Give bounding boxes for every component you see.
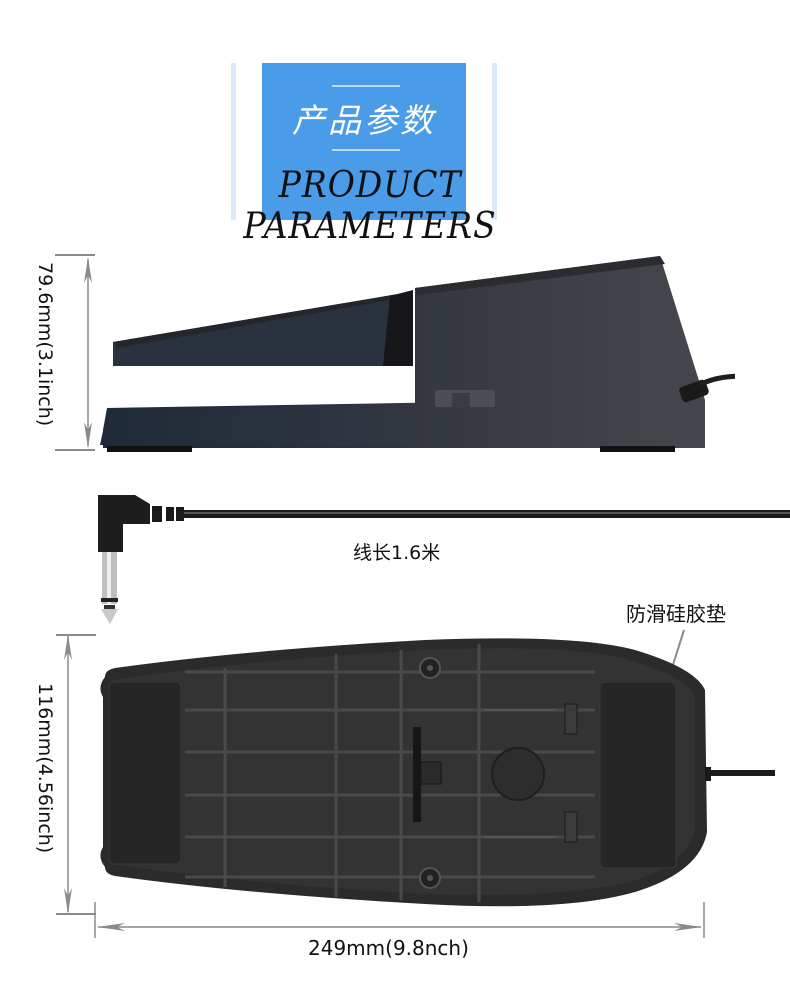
- header-title-en: PRODUCT PARAMETERS: [243, 165, 497, 247]
- header-top-rule: [332, 85, 400, 87]
- width-dimension-arrow: [64, 634, 72, 914]
- width-dimension-label: 116mm(4.56inch): [34, 683, 56, 854]
- cable-length-label: 线长1.6米: [353, 542, 441, 564]
- header-bottom-rule: [332, 149, 400, 151]
- height-dimension-label: 79.6mm(3.1inch): [34, 262, 56, 427]
- header-banner: [262, 63, 466, 220]
- header-right-accent-line: [492, 63, 497, 220]
- length-dimension-line: [94, 902, 705, 938]
- width-dimension-line: [56, 634, 96, 915]
- cable-with-jack: [98, 495, 790, 624]
- pedal-bottom-view: [100, 638, 775, 907]
- length-dimension-label: 249mm(9.8nch): [308, 936, 469, 960]
- header-title-cn: 产品参数: [292, 101, 436, 140]
- height-dimension-line: [55, 254, 95, 451]
- anti-slip-pad-callout: 防滑硅胶垫: [626, 602, 726, 626]
- header-left-accent-line: [231, 63, 236, 220]
- pedal-side-view: [100, 256, 735, 452]
